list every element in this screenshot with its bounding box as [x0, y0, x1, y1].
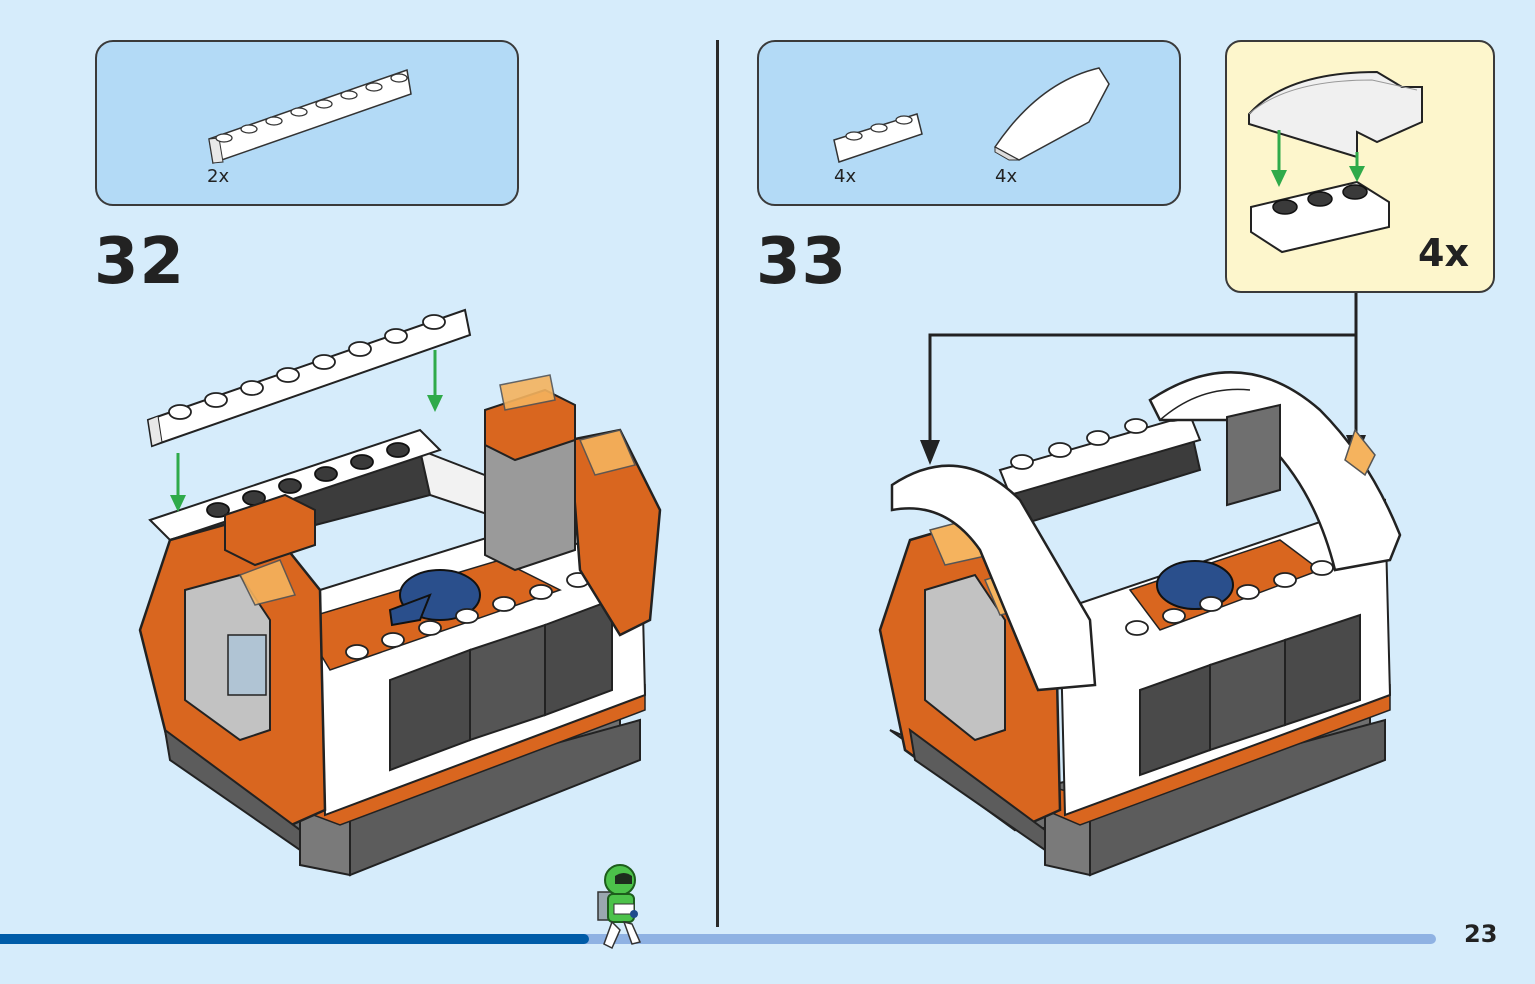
parts-box-step-33: 4x 4x	[757, 40, 1181, 206]
part-quantity: 4x	[834, 166, 857, 187]
progress-fill	[0, 934, 589, 944]
plate-1x3-icon	[833, 113, 923, 163]
subassembly-diagram	[1248, 70, 1423, 254]
step-divider	[716, 40, 719, 927]
curved-slope-icon	[993, 67, 1110, 161]
subassembly-callout: 4x	[1225, 40, 1495, 293]
astronaut-mascot-icon	[597, 864, 642, 950]
step-32-model	[138, 308, 662, 877]
step-number-32: 32	[94, 225, 186, 299]
page-number: 23	[1464, 920, 1498, 948]
step-number-33: 33	[756, 225, 848, 299]
parts-box-step-32: 2x	[95, 40, 519, 206]
callout-quantity: 4x	[1418, 231, 1469, 275]
progress-track	[0, 934, 1436, 944]
part-quantity: 2x	[207, 166, 230, 187]
plate-1x8-icon	[208, 68, 412, 165]
part-quantity: 4x	[995, 166, 1018, 187]
step-33-model	[878, 371, 1402, 877]
